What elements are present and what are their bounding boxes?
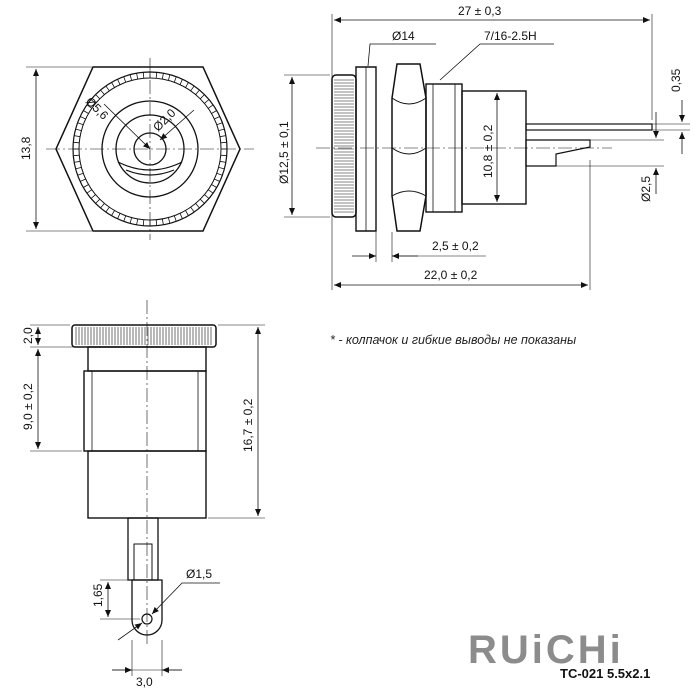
- ground-tab: [525, 139, 591, 167]
- dim-side-body-len: 22,0 ± 0,2: [424, 268, 478, 282]
- flange-washer: [355, 66, 377, 232]
- bottom-view: [30, 300, 265, 676]
- model-label: TC-021 5.5x2.1: [560, 666, 651, 681]
- front-view: [26, 58, 254, 240]
- bottom-knurled-cap: [71, 324, 217, 348]
- side-view: [284, 14, 690, 290]
- bottom-threaded-body: [83, 370, 207, 452]
- side-hex-nut: [391, 63, 427, 232]
- terminal-stem: [127, 517, 159, 581]
- dim-bottom-terminal-w: 3,0: [136, 675, 153, 689]
- dim-side-total-length: 27 ± 0,3: [458, 4, 502, 18]
- dim-side-pin-gap: 0,35: [669, 68, 683, 92]
- dim-bottom-hole-dia: Ø1,5: [186, 567, 212, 581]
- dim-front-pin-dia: Ø2,0: [150, 106, 179, 135]
- dim-side-tab-dia: Ø2,5: [639, 176, 653, 202]
- dim-front-height: 13,8: [19, 136, 33, 160]
- dim-bottom-terminal-h: 1,65: [91, 583, 105, 607]
- brand-logo: RUiCHi: [468, 628, 624, 672]
- dim-side-thread: 7/16-2.5H: [484, 29, 537, 43]
- center-pin-tab: [525, 123, 653, 131]
- dim-bottom-thread-h: 9,0 ± 0,2: [21, 383, 35, 430]
- dim-front-outer-dia: Ø5,6: [83, 94, 112, 123]
- dim-side-body-dia: 10,8 ± 0,2: [481, 124, 495, 178]
- solder-terminal: [131, 579, 163, 636]
- washer-teeth: [73, 72, 227, 226]
- dim-bottom-cap-h: 2,0: [21, 327, 35, 344]
- drawing-note: * - колпачок и гибкие выводы не показаны: [330, 333, 577, 347]
- dim-bottom-total-h: 16,7 ± 0,2: [241, 398, 255, 452]
- knurl-pattern: [334, 79, 354, 213]
- dim-side-knurl-dia: Ø12,5 ± 0,1: [277, 121, 291, 184]
- dim-side-flange-dia: Ø14: [392, 29, 415, 43]
- bottom-knurl-pattern: [75, 327, 212, 345]
- dim-side-lock-len: 2,5 ± 0,2: [432, 239, 479, 253]
